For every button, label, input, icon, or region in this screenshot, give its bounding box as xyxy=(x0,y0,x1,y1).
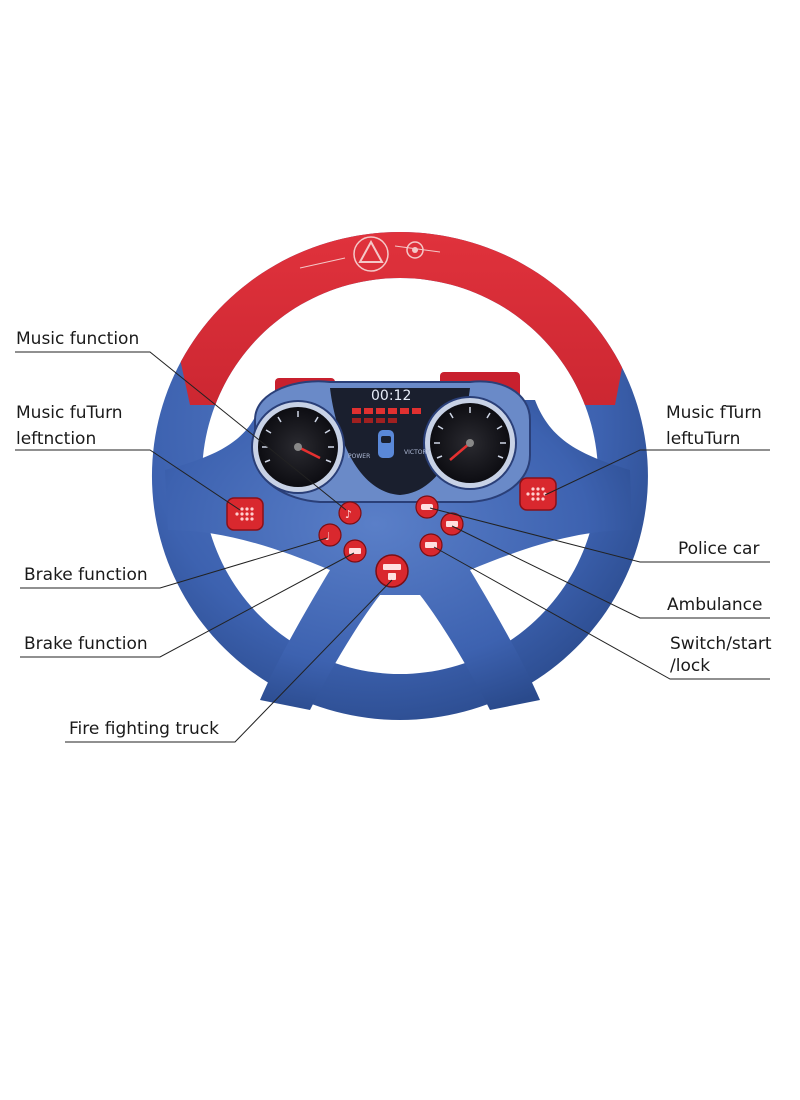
leader-fire-truck xyxy=(65,579,393,743)
label-brake-function-1: Brake function xyxy=(24,565,148,585)
label-music-left-line1: Music fuTurn xyxy=(16,403,123,423)
label-music-right-line1: Music fTurn xyxy=(666,403,762,423)
left-turn-button[interactable] xyxy=(226,497,264,531)
police-car-button[interactable] xyxy=(415,495,439,519)
dash-victory-text: VICTORY xyxy=(404,449,430,456)
leader-music-right xyxy=(544,449,770,496)
rim-line-left xyxy=(299,257,346,269)
start-lock-button[interactable] xyxy=(375,554,409,588)
fire-truck-button[interactable] xyxy=(419,533,443,557)
label-brake-function-2: Brake function xyxy=(24,634,148,654)
leader-music-left xyxy=(15,449,241,511)
left-gauge xyxy=(251,400,345,494)
dash-clock: 00:12 xyxy=(371,388,411,404)
left-gauge-needle xyxy=(297,445,321,460)
leader-switch xyxy=(433,546,770,680)
right-turn-button[interactable] xyxy=(519,477,557,511)
right-gauge-needle xyxy=(449,442,471,461)
svg-text:♪: ♪ xyxy=(345,508,352,521)
label-ambulance: Ambulance xyxy=(667,595,763,615)
leader-brake-2 xyxy=(20,552,355,658)
rim-line-right xyxy=(394,245,441,253)
leader-ambulance xyxy=(451,525,770,619)
dash-level-bars xyxy=(352,408,421,423)
label-police-car: Police car xyxy=(678,539,760,559)
leader-police-car xyxy=(429,507,770,563)
label-fire-truck: Fire fighting truck xyxy=(69,719,219,739)
right-gauge xyxy=(423,396,517,490)
svg-text:♩: ♩ xyxy=(325,530,330,543)
brake-button-2[interactable] xyxy=(343,539,367,563)
rim-triangle-emblem xyxy=(353,236,389,272)
leader-brake-1 xyxy=(20,537,328,589)
ambulance-button[interactable] xyxy=(440,512,464,536)
leader-music-function xyxy=(15,351,347,511)
dash-car-icon xyxy=(378,430,394,458)
leader-lines xyxy=(15,351,770,743)
label-music-function: Music function xyxy=(16,329,140,349)
music-button[interactable]: ♪ xyxy=(338,501,362,525)
label-music-left-line2: leftnction xyxy=(16,429,97,449)
dash-power-text: POWER xyxy=(348,453,370,460)
label-switch-line1: Switch/start xyxy=(670,634,772,654)
label-music-right-line2: leftuTurn xyxy=(666,429,741,449)
label-switch-line2: /lock xyxy=(670,656,711,676)
brake-button-1[interactable]: ♩ xyxy=(318,523,342,547)
